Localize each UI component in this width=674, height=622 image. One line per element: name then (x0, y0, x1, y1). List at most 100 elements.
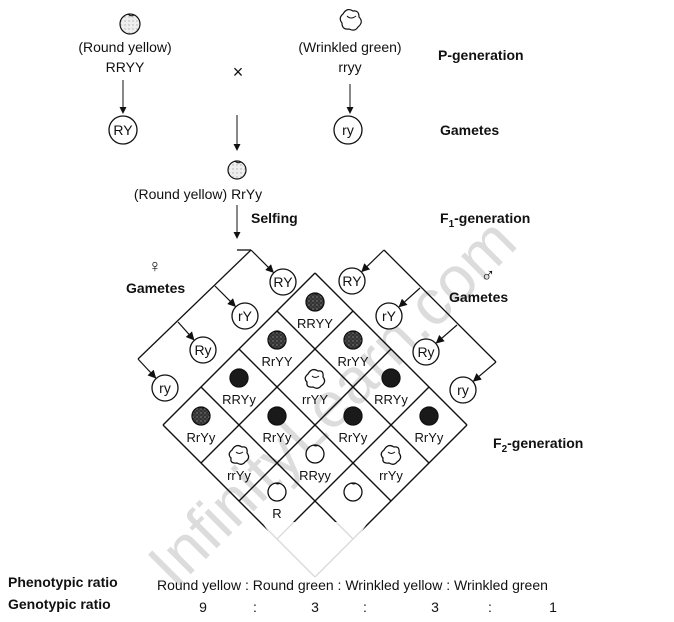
female-gamete: rY (238, 308, 253, 324)
ratio-separator: : (488, 599, 492, 615)
punnett-cell: rrYy (379, 444, 403, 483)
male-gamete: Ry (417, 344, 434, 360)
cell-genotype: RrYy (263, 430, 292, 445)
punnett-cell: RrYY (337, 330, 369, 369)
parent2-genotype: rryy (338, 59, 361, 75)
female-gamete: RY (273, 274, 293, 290)
parent2-phenotype: (Wrinkled green) (298, 39, 401, 55)
f1-round-yellow-seed-icon (227, 160, 247, 180)
male-gamete-circle (449, 376, 477, 404)
ratio-value: 3 (311, 599, 319, 615)
ratio-values: 9:3:3:1 (199, 599, 557, 615)
male-arrow (472, 361, 497, 382)
cell-genotype: RrYy (187, 430, 216, 445)
round-yellow-seed-icon (381, 368, 401, 388)
wrinkled-yellow-seed-icon (380, 444, 402, 465)
punnett-cell: RrYy (339, 406, 368, 445)
parent1-phenotype: (Round yellow) (78, 39, 171, 55)
punnett-cell: rrYy (227, 444, 251, 483)
gamete-circle-p2 (333, 115, 363, 145)
ratio-value: 3 (431, 599, 439, 615)
punnett-square: RRYYRrYYRRYyRrYyRrYYrrYYRrYyrrYyRRYyRrYy… (162, 272, 468, 580)
f1-label: (Round yellow) RrYy (134, 186, 262, 202)
selfing-label: Selfing (251, 210, 298, 226)
grid-line (238, 348, 392, 502)
round-yellow-seed-icon (419, 406, 439, 426)
male-gamete-circle (375, 302, 403, 330)
wrinkled-yellow-seed-icon (304, 368, 326, 389)
round-yellow-stippled-seed-icon (191, 406, 211, 426)
male-branch-line (383, 249, 497, 363)
parent1-genotype: RRYY (106, 59, 145, 75)
round-yellow-seed-icon (343, 406, 363, 426)
gamete-p1: RY (113, 122, 133, 138)
grid-line (276, 386, 430, 540)
grid-line (200, 386, 354, 540)
male-gamete-circle (338, 267, 366, 295)
female-gamete-circle (151, 374, 179, 402)
male-gamete: rY (382, 308, 397, 324)
parent-round-yellow-seed-icon (119, 13, 141, 35)
round-green-seed-icon (267, 482, 287, 502)
round-green-seed-icon (343, 482, 363, 502)
male-gamete: ry (457, 382, 469, 398)
wrinkled-yellow-seed-icon (228, 444, 250, 465)
punnett-cell: RRYY (297, 292, 333, 331)
punnett-cell: RrYy (415, 406, 444, 445)
f1-generation-label: F1-generation (440, 210, 530, 230)
female-gamete-circle (189, 336, 217, 364)
cell-genotype: rrYY (302, 392, 328, 407)
female-arrow (137, 358, 157, 379)
female-symbol-icon: ♀ (148, 256, 162, 276)
cell-genotype: RrYy (415, 430, 444, 445)
round-yellow-stippled-seed-icon (343, 330, 363, 350)
phenotypic-ratio-text: Round yellow : Round green : Wrinkled ye… (157, 577, 548, 593)
female-gamete: ry (159, 380, 171, 396)
female-arrow (177, 321, 195, 341)
ratio-value: 9 (199, 599, 207, 615)
female-arrow (214, 285, 236, 307)
cell-genotype: RrYy (339, 430, 368, 445)
female-gamete: Ry (194, 342, 211, 358)
genotypic-ratio-label: Genotypic ratio (8, 596, 111, 612)
ratio-separator: : (253, 599, 257, 615)
ratio-separator: : (363, 599, 367, 615)
female-gametes-label: Gametes (126, 280, 185, 296)
p-generation-label: P-generation (438, 47, 524, 63)
male-arrow (435, 324, 458, 344)
cell-genotype: rrYy (379, 468, 403, 483)
round-green-seed-icon (305, 444, 325, 464)
punnett-cell: R (267, 482, 287, 521)
male-gametes-label: Gametes (449, 289, 508, 305)
f2-generation-label: F2-generation (493, 435, 583, 455)
female-gamete-circle (269, 268, 297, 296)
punnett-cell: RRyy (299, 444, 331, 483)
punnett-cell: RRYy (374, 368, 408, 407)
gametes-label: Gametes (440, 122, 499, 138)
round-yellow-stippled-seed-icon (305, 292, 325, 312)
male-gamete-circle (412, 338, 440, 366)
punnett-cell: rrYY (302, 368, 328, 407)
female-branch-line (137, 249, 252, 360)
cell-genotype: RRYy (374, 392, 408, 407)
round-yellow-seed-icon (267, 406, 287, 426)
female-arrow (250, 249, 274, 273)
cell-genotype: RRyy (299, 468, 331, 483)
cell-genotype: RRYy (222, 392, 256, 407)
female-gamete-circle (231, 302, 259, 330)
round-yellow-stippled-seed-icon (267, 330, 287, 350)
cell-genotype: rrYy (227, 468, 251, 483)
gamete-p2: ry (342, 122, 354, 138)
male-arrow (398, 287, 421, 308)
male-arrow (361, 249, 385, 273)
cell-genotype: RrYY (337, 354, 368, 369)
male-gamete: RY (342, 273, 362, 289)
gamete-branches: RY rY Ry ry RY rY Ry ry (137, 249, 497, 404)
gamete-circle-p1 (108, 115, 138, 145)
cross-symbol: × (233, 62, 244, 82)
punnett-cell: RrYy (187, 406, 216, 445)
male-symbol-icon: ♂ (481, 265, 496, 287)
punnett-cell: RrYy (263, 406, 292, 445)
punnett-cell: RRYy (222, 368, 256, 407)
